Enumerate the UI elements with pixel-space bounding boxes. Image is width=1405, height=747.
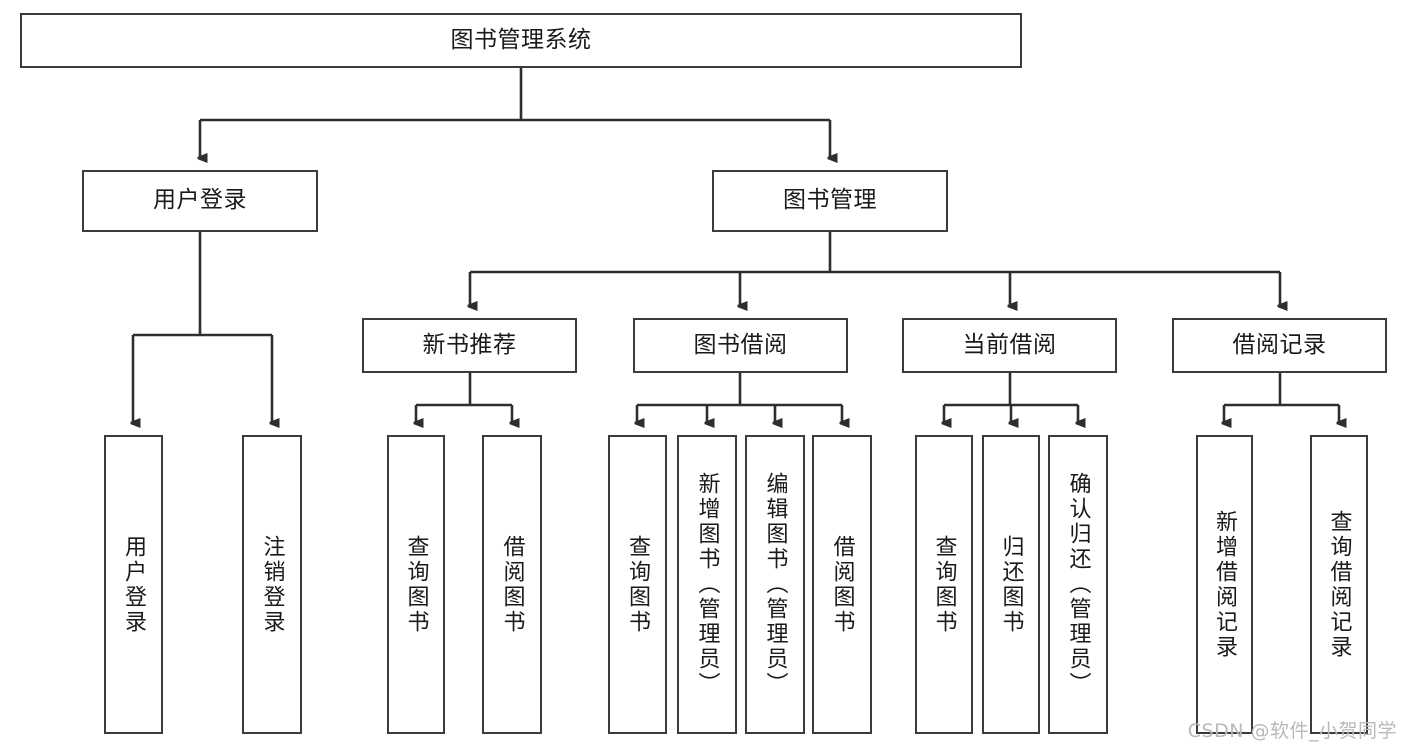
node-label: 新增图书（管理员） (694, 472, 720, 697)
node-label: 注销登录 (259, 534, 285, 635)
node-root-system[interactable]: 图书管理系统 (20, 13, 1022, 68)
leaf-current-query-book[interactable]: 查询图书 (915, 435, 973, 734)
leaf-borrow-query-book[interactable]: 查询图书 (608, 435, 667, 734)
node-label: 查询图书 (403, 534, 429, 635)
node-label: 编辑图书（管理员） (762, 472, 788, 697)
node-label: 借阅图书 (499, 534, 525, 635)
node-label: 用户登录 (121, 534, 147, 635)
node-label: 当前借阅 (962, 331, 1057, 358)
leaf-record-add-borrow-record[interactable]: 新增借阅记录 (1196, 435, 1253, 734)
node-label: 图书管理 (783, 187, 877, 214)
node-label: 借阅记录 (1232, 331, 1327, 358)
node-label: 新书推荐 (422, 331, 517, 358)
leaf-record-query-borrow-record[interactable]: 查询借阅记录 (1310, 435, 1368, 734)
node-borrow-record[interactable]: 借阅记录 (1172, 318, 1387, 373)
leaf-borrow-borrow-book[interactable]: 借阅图书 (812, 435, 872, 734)
node-label: 查询图书 (931, 534, 957, 635)
node-label: 查询借阅记录 (1326, 509, 1352, 660)
node-book-borrow[interactable]: 图书借阅 (633, 318, 848, 373)
node-user-login[interactable]: 用户登录 (82, 170, 318, 232)
leaf-recommend-query-book[interactable]: 查询图书 (387, 435, 445, 734)
leaf-user-logout[interactable]: 注销登录 (242, 435, 302, 734)
node-current-borrow[interactable]: 当前借阅 (902, 318, 1117, 373)
node-label: 新增借阅记录 (1212, 509, 1238, 660)
leaf-current-return-book[interactable]: 归还图书 (982, 435, 1040, 734)
node-new-book-recommend[interactable]: 新书推荐 (362, 318, 577, 373)
node-label: 图书管理系统 (450, 26, 592, 53)
leaf-borrow-add-book-admin[interactable]: 新增图书（管理员） (677, 435, 737, 734)
csdn-watermark: CSDN @软件_小贺同学 (1187, 720, 1397, 742)
node-label: 借阅图书 (829, 534, 855, 635)
node-label: 确认归还（管理员） (1065, 472, 1091, 697)
node-label: 归还图书 (998, 534, 1024, 635)
node-book-management[interactable]: 图书管理 (712, 170, 948, 232)
leaf-borrow-edit-book-admin[interactable]: 编辑图书（管理员） (745, 435, 805, 734)
leaf-recommend-borrow-book[interactable]: 借阅图书 (482, 435, 542, 734)
node-label: 图书借阅 (693, 331, 788, 358)
leaf-current-confirm-return-admin[interactable]: 确认归还（管理员） (1048, 435, 1108, 734)
leaf-user-login[interactable]: 用户登录 (104, 435, 163, 734)
node-label: 用户登录 (153, 187, 247, 214)
node-label: 查询图书 (625, 534, 651, 635)
